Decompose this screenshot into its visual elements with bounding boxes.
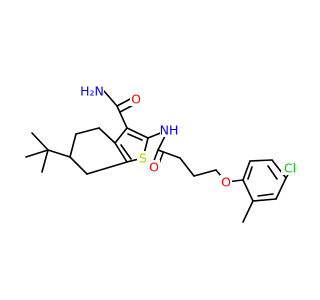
- bond-cco-ch2a: [157, 149, 181, 159]
- bond-layer: [25, 90, 290, 223]
- bond-cq-me2: [25, 149, 49, 158]
- bond-c7-c7a: [86, 161, 128, 175]
- bond-c3-camide: [116, 105, 128, 129]
- bond-cq-me3: [41, 149, 49, 173]
- bond-cq-me1: [31, 132, 49, 151]
- bond-arom-inner-2: [267, 165, 278, 180]
- bond-c3a-c7a-2: [120, 144, 132, 160]
- bond-camide-n: [103, 90, 118, 107]
- atom-o-amide2: O: [148, 160, 160, 175]
- bond-c6p-c1p: [242, 160, 251, 181]
- bond-c4-c5: [75, 127, 100, 135]
- atom-o-ether-label: O: [221, 175, 231, 190]
- bond-arom-inner-1: [257, 193, 274, 197]
- atom-cl: Cl: [281, 161, 299, 176]
- atom-s: S: [137, 151, 149, 166]
- atom-nh: NH: [160, 123, 179, 138]
- bond-c3p-c4p: [275, 177, 287, 200]
- bond-c6-cq: [47, 149, 71, 158]
- bond-arom-inner-3: [247, 166, 253, 180]
- bond-c5p-c6p: [249, 159, 273, 162]
- atom-cl-label: Cl: [284, 161, 296, 176]
- atom-o-amide2-label: O: [149, 160, 159, 175]
- atom-o-amide1-label: O: [131, 92, 141, 107]
- bond-c2p-c3p: [252, 198, 277, 202]
- atom-s-label: S: [139, 151, 147, 166]
- bond-ch2b-ch2c: [193, 169, 217, 177]
- bond-c3-c3a: [114, 127, 128, 144]
- atom-o-ether: O: [220, 175, 232, 190]
- bond-c3a-c7a-1: [114, 142, 128, 163]
- bond-c5-c6: [69, 133, 77, 158]
- bond-ch2a-ch2b: [179, 157, 195, 177]
- atom-label-layer: H₂N O S NH O O Cl: [80, 84, 299, 190]
- atom-h2n: H₂N: [80, 84, 104, 99]
- bond-c3a-c4: [98, 127, 116, 144]
- bond-c2-c3-1: [126, 127, 149, 139]
- molecule-structure: H₂N O S NH O O Cl: [25, 83, 299, 223]
- bond-c2-c3-2: [127, 133, 143, 141]
- atom-o-amide1: O: [130, 92, 142, 107]
- atom-nh-label: NH: [160, 123, 179, 138]
- bond-c1p-c2p: [242, 179, 254, 202]
- atom-h2n-label: H₂N: [80, 84, 104, 99]
- bond-c6-c7: [69, 156, 88, 175]
- bond-c2p-methyl: [242, 200, 254, 223]
